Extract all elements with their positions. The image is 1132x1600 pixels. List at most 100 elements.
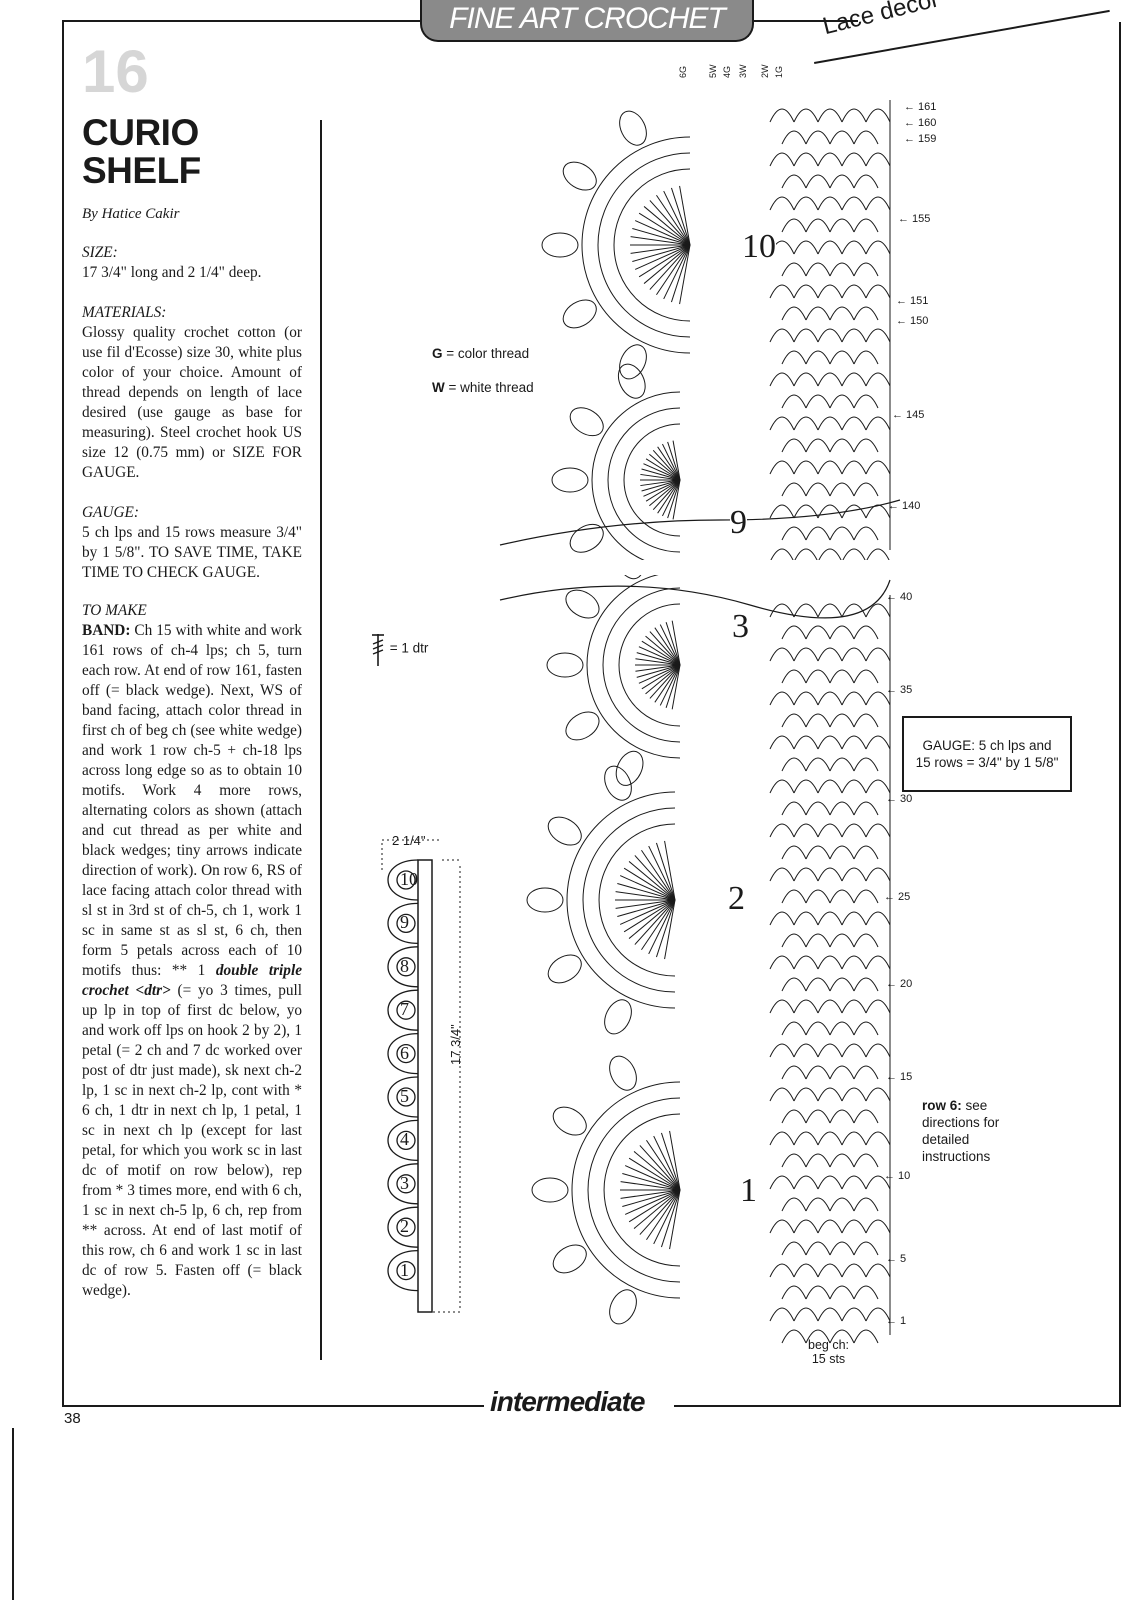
crochet-chart-lower bbox=[499, 575, 891, 1344]
fan-stitch bbox=[638, 664, 681, 684]
mesh-loop bbox=[793, 504, 819, 519]
mesh-loop bbox=[805, 933, 831, 948]
mesh-loop bbox=[841, 1131, 867, 1146]
fan-stitch bbox=[619, 899, 676, 925]
mesh-loop bbox=[793, 1175, 819, 1190]
mesh-loop bbox=[829, 262, 855, 277]
row-label-1: ← 1 bbox=[886, 1315, 907, 1327]
petal bbox=[604, 999, 632, 1035]
top-rule-left bbox=[62, 20, 422, 22]
scallop-outline bbox=[387, 1163, 419, 1205]
scallop-circle bbox=[396, 957, 416, 977]
fan-stitch bbox=[663, 244, 691, 300]
fan-stitch bbox=[635, 658, 681, 666]
crochet-chart-upper bbox=[499, 100, 901, 560]
mesh-loop bbox=[781, 933, 807, 948]
fan-stitch bbox=[645, 664, 681, 695]
mesh-loop bbox=[769, 1131, 795, 1146]
chart-motif-2: 2 bbox=[728, 880, 745, 918]
fan-stitch bbox=[667, 479, 681, 519]
schematic-motif-10: 10 bbox=[400, 869, 418, 889]
mesh-loop bbox=[853, 889, 879, 904]
fan-stitch bbox=[660, 1132, 681, 1191]
fan-stitch bbox=[635, 664, 681, 672]
fan-stitch bbox=[671, 664, 681, 710]
fan-stitch bbox=[643, 206, 691, 246]
mesh-loop bbox=[769, 603, 795, 618]
mesh-loop bbox=[829, 482, 855, 497]
mesh-loop bbox=[805, 174, 831, 189]
mesh-loop bbox=[865, 1175, 891, 1190]
row-label-5: ← 5 bbox=[886, 1253, 907, 1265]
fan-stitch bbox=[671, 620, 681, 666]
mesh-loop bbox=[817, 911, 843, 926]
fan-stitch bbox=[656, 244, 691, 296]
mesh-loop bbox=[781, 1153, 807, 1168]
mesh-loop bbox=[805, 1109, 831, 1124]
row-label-151: ← 151 bbox=[896, 295, 929, 307]
fan-stitch bbox=[624, 1165, 681, 1191]
mesh-loop bbox=[829, 1197, 855, 1212]
mesh-loop bbox=[793, 647, 819, 662]
mesh-loop bbox=[781, 350, 807, 365]
fan-arc bbox=[602, 587, 681, 743]
fan-arc bbox=[597, 152, 691, 338]
mesh-loop bbox=[817, 460, 843, 475]
mesh-loop bbox=[865, 1043, 891, 1058]
fan-stitch bbox=[622, 1172, 681, 1191]
mesh-loop bbox=[865, 735, 891, 750]
fan-stitch bbox=[641, 849, 676, 901]
mesh-loop bbox=[841, 955, 867, 970]
mesh-loop bbox=[841, 735, 867, 750]
mesh-loop bbox=[805, 262, 831, 277]
mesh-loop bbox=[853, 130, 879, 145]
mesh-loop bbox=[853, 262, 879, 277]
fan-stitch bbox=[643, 479, 681, 497]
column-divider bbox=[320, 120, 322, 1360]
fan-stitch bbox=[633, 1189, 681, 1229]
mesh-loop bbox=[817, 1263, 843, 1278]
mesh-loop bbox=[805, 526, 831, 541]
mesh-loop bbox=[805, 482, 831, 497]
fan-arc bbox=[581, 136, 691, 354]
mesh-loop bbox=[841, 240, 867, 255]
mesh-loop bbox=[769, 1175, 795, 1190]
mesh-loop bbox=[794, 548, 818, 560]
mesh-loop bbox=[769, 779, 795, 794]
fan-stitch bbox=[663, 190, 691, 246]
mesh-loop bbox=[841, 372, 867, 387]
bottom-rule-left bbox=[62, 1405, 486, 1407]
fan-stitch bbox=[636, 652, 681, 666]
scallop-outline bbox=[387, 902, 419, 945]
fan-stitch bbox=[628, 899, 676, 939]
row-label-15: ← 15 bbox=[886, 1071, 913, 1083]
fan-stitch bbox=[649, 453, 681, 481]
fan-stitch bbox=[659, 624, 681, 666]
mesh-loop bbox=[805, 438, 831, 453]
fan-stitch bbox=[641, 479, 681, 492]
fan-stitch bbox=[633, 1151, 681, 1191]
scallop-outline bbox=[387, 1032, 419, 1075]
mesh-loop bbox=[829, 889, 855, 904]
mesh-loop bbox=[829, 438, 855, 453]
skill-level-badge: intermediate bbox=[484, 1386, 651, 1418]
mesh-loop bbox=[865, 328, 891, 343]
mesh-loop bbox=[805, 1065, 831, 1080]
fan-stitch bbox=[630, 236, 691, 246]
mesh-loop bbox=[841, 603, 867, 618]
schematic-motif-4: 4 bbox=[400, 1129, 409, 1150]
row6-note: row 6: see directions for detailed instr… bbox=[922, 1098, 1000, 1164]
mesh-loop bbox=[829, 394, 855, 409]
fan-stitch bbox=[664, 840, 676, 901]
mesh-loop bbox=[817, 955, 843, 970]
mesh-loop bbox=[793, 823, 819, 838]
mesh-loop bbox=[793, 460, 819, 475]
mesh-loop bbox=[781, 757, 807, 772]
mesh-loop bbox=[817, 867, 843, 882]
size-section: SIZE: 17 3/4" long and 2 1/4" deep. bbox=[82, 243, 302, 283]
mesh-loop bbox=[805, 1241, 831, 1256]
fan-stitch bbox=[630, 244, 691, 254]
mesh-loop bbox=[781, 1329, 807, 1344]
chart-motif-1: 1 bbox=[740, 1172, 757, 1210]
